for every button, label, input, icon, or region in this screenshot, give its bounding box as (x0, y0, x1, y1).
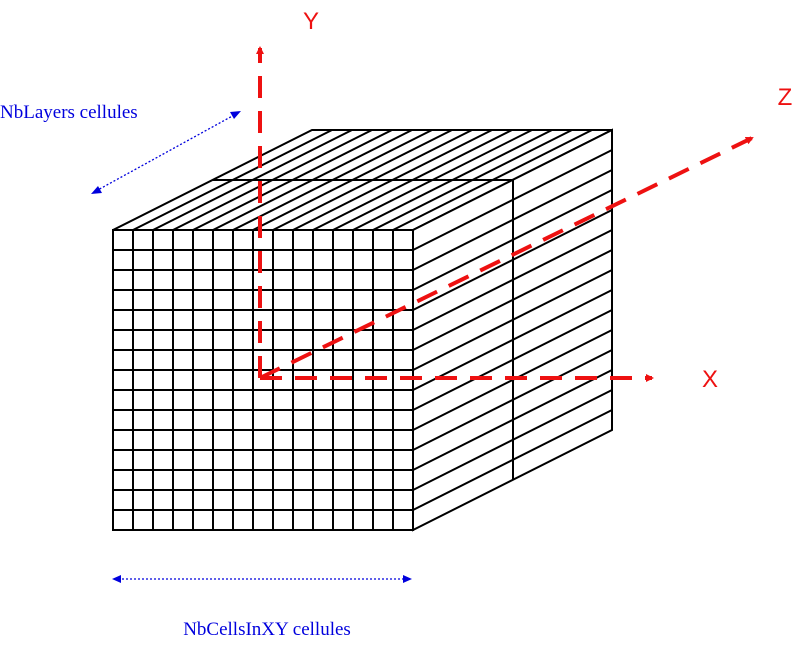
front-cell-grid (113, 230, 413, 530)
layers-dimension-line (95, 113, 237, 192)
cells-arrowhead-left (112, 575, 121, 583)
layers-arrowhead-right (230, 111, 241, 119)
layers-arrowhead-left (91, 186, 102, 194)
coordinate-axes: Y Z X (256, 8, 793, 393)
cells-dimension-label: NbCellsInXY cellules (183, 619, 351, 640)
z-axis-arrow (259, 136, 754, 380)
y-axis-label: Y (303, 8, 319, 35)
z-axis-label: Z (778, 84, 793, 111)
dimension-annotations: NbLayers cellules NbCellsInXY cellules (0, 102, 412, 640)
x-axis-label: X (702, 366, 718, 393)
layers-dimension-label: NbLayers cellules (0, 102, 138, 123)
cells-arrowhead-right (403, 575, 412, 583)
